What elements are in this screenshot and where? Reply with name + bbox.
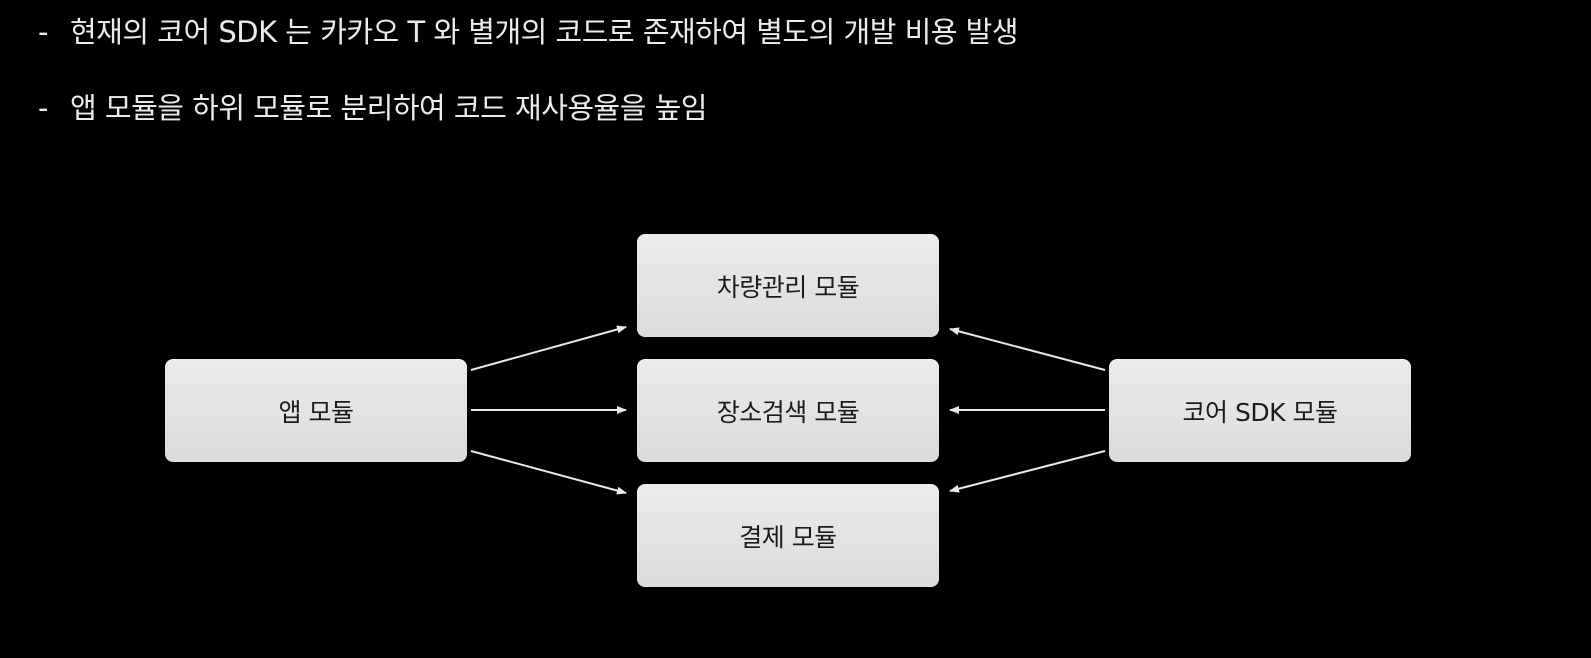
bullet-item-core-sdk: -현재의 코어 SDK 는 카카오 T 와 별개의 코드로 존재하여 별도의 개… [38, 14, 1019, 50]
payment-module-box: 결제 모듈 [637, 484, 939, 587]
app-module-box: 앱 모듈 [165, 359, 467, 462]
arrow-app-to-vehicle [470, 325, 627, 371]
vehicle-management-module-box: 차량관리 모듈 [637, 234, 939, 337]
core-sdk-module-box: 코어 SDK 모듈 [1109, 359, 1411, 462]
core-sdk-module-label: 코어 SDK 모듈 [1182, 397, 1338, 427]
vehicle-management-module-label: 차량관리 모듈 [716, 272, 860, 302]
bullet-marker: - [38, 91, 48, 125]
bullet-text: 앱 모듈을 하위 모듈로 분리하여 코드 재사용율을 높임 [70, 91, 708, 125]
bullet-item-app-module: -앱 모듈을 하위 모듈로 분리하여 코드 재사용율을 높임 [38, 90, 708, 126]
app-module-label: 앱 모듈 [278, 397, 354, 427]
place-search-module-box: 장소검색 모듈 [637, 359, 939, 462]
place-search-module-label: 장소검색 모듈 [716, 397, 860, 427]
bullet-marker: - [38, 15, 48, 49]
payment-module-label: 결제 모듈 [739, 522, 837, 552]
arrow-app-to-payment [470, 450, 627, 495]
arrow-core-to-payment [949, 450, 1106, 493]
arrow-core-to-vehicle [949, 327, 1106, 371]
bullet-text: 현재의 코어 SDK 는 카카오 T 와 별개의 코드로 존재하여 별도의 개발… [70, 15, 1019, 49]
